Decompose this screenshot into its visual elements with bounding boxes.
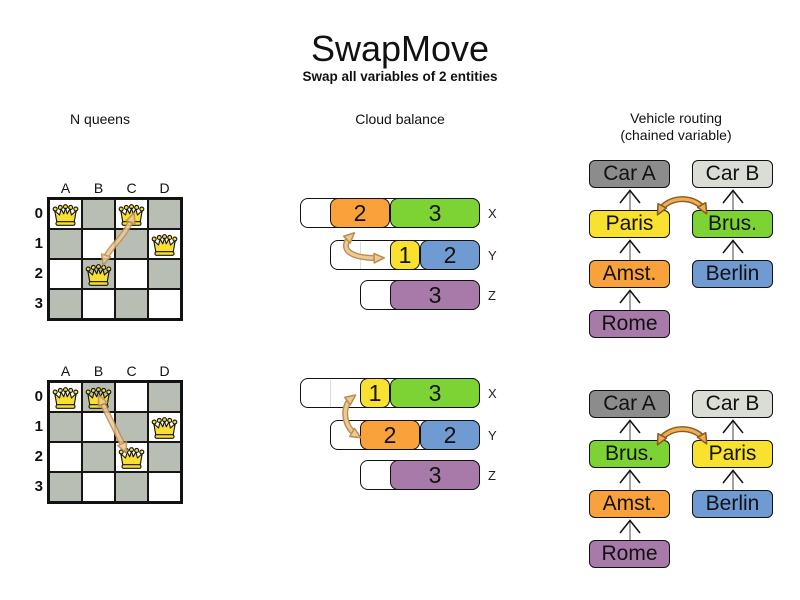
board-cell (82, 199, 115, 229)
board-cell (115, 382, 148, 412)
column-subheader-vehicle: (chained variable) (620, 127, 732, 143)
vehicle-node-rome-after: Rome (589, 540, 670, 568)
process-block-orange: 2 (360, 420, 420, 450)
process-block-blue: 2 (420, 420, 480, 450)
vehicle-node-brus-after: Brus. (589, 440, 670, 468)
computer-label: X (488, 386, 497, 401)
column-header-vehicle: Vehicle routing (630, 110, 722, 126)
board-cell (115, 259, 148, 289)
queen-icon (118, 203, 145, 227)
column-label: B (93, 363, 104, 379)
process-block-yellow: 1 (390, 240, 420, 270)
chessboard-after: A B C D 0 1 2 3 (35, 363, 183, 504)
board-cell (49, 259, 82, 289)
queen-icon (151, 233, 178, 257)
queen-icon (151, 416, 178, 440)
chain-arrow (618, 239, 641, 260)
board-cell (82, 472, 115, 502)
computer-label: Y (488, 428, 497, 443)
process-block-orange: 2 (330, 198, 390, 228)
board-cell (49, 289, 82, 319)
queen-icon (85, 263, 112, 287)
board-cell (49, 472, 82, 502)
track-divider-line (360, 242, 361, 269)
page-subtitle: Swap all variables of 2 entities (302, 69, 498, 84)
board-cell (148, 289, 181, 319)
board-cell (82, 412, 115, 442)
vehicle-node-paris-after: Paris (692, 440, 773, 468)
row-label: 1 (34, 235, 43, 252)
row-label: 3 (34, 295, 43, 312)
process-block-green: 3 (390, 198, 480, 228)
board-cell (82, 442, 115, 472)
row-label: 3 (34, 478, 43, 495)
row-label: 0 (34, 205, 43, 222)
vehicle-node-brus-before: Brus. (692, 210, 773, 238)
vehicle-node-rome-before: Rome (589, 310, 670, 338)
column-label: C (126, 180, 137, 196)
vehicle-node-cara-after: Car A (589, 390, 670, 418)
row-label: 2 (34, 448, 43, 465)
board-cell (148, 259, 181, 289)
queen-icon (52, 203, 79, 227)
page-title: SwapMove (310, 28, 490, 69)
board-cell (82, 289, 115, 319)
board-cell (115, 472, 148, 502)
computer-label: Z (488, 288, 496, 303)
computer-label: X (488, 206, 497, 221)
board-cell (148, 442, 181, 472)
board-cell (148, 199, 181, 229)
column-label: D (159, 363, 170, 379)
chain-arrow (721, 239, 744, 260)
column-label: A (60, 180, 71, 196)
board-cell (115, 229, 148, 259)
board-cell (49, 442, 82, 472)
vehicle-node-amst-before: Amst. (589, 260, 670, 288)
process-block-purple: 3 (390, 280, 480, 310)
vehicle-node-cara-before: Car A (589, 160, 670, 188)
chain-arrow (721, 419, 744, 440)
process-block-purple: 3 (390, 460, 480, 490)
chain-arrow (721, 469, 744, 490)
board-cell (49, 412, 82, 442)
chessboard-before: A B C D 0 1 2 3 (35, 180, 183, 321)
chain-arrow (618, 419, 641, 440)
chain-arrow (618, 519, 641, 540)
board-cell (82, 229, 115, 259)
column-label: D (159, 180, 170, 196)
chain-arrow (618, 469, 641, 490)
process-block-yellow: 1 (360, 378, 390, 408)
column-label: A (60, 363, 71, 379)
vehicle-node-amst-after: Amst. (589, 490, 670, 518)
queen-icon (52, 386, 79, 410)
vehicle-node-paris-before: Paris (589, 210, 670, 238)
track-divider-line (330, 380, 331, 407)
chain-arrow (721, 189, 744, 210)
row-label: 1 (34, 418, 43, 435)
column-label: C (126, 363, 137, 379)
queen-icon (118, 446, 145, 470)
vehicle-node-carb-after: Car B (692, 390, 773, 418)
vehicle-node-berlin-before: Berlin (692, 260, 773, 288)
row-label: 0 (34, 388, 43, 405)
board-cell (49, 229, 82, 259)
process-block-blue: 2 (420, 240, 480, 270)
process-block-green: 3 (390, 378, 480, 408)
vehicle-node-carb-before: Car B (692, 160, 773, 188)
board-cell (148, 382, 181, 412)
computer-label: Y (488, 248, 497, 263)
chain-arrow (618, 289, 641, 310)
queen-icon (85, 386, 112, 410)
chain-arrow (618, 189, 641, 210)
computer-label: Z (488, 468, 496, 483)
vehicle-node-berlin-after: Berlin (692, 490, 773, 518)
column-label: B (93, 180, 104, 196)
board-cell (115, 289, 148, 319)
column-header-cloud: Cloud balance (355, 111, 445, 127)
column-header-nqueens: N queens (70, 111, 130, 127)
row-label: 2 (34, 265, 43, 282)
board-cell (115, 412, 148, 442)
board-cell (148, 472, 181, 502)
